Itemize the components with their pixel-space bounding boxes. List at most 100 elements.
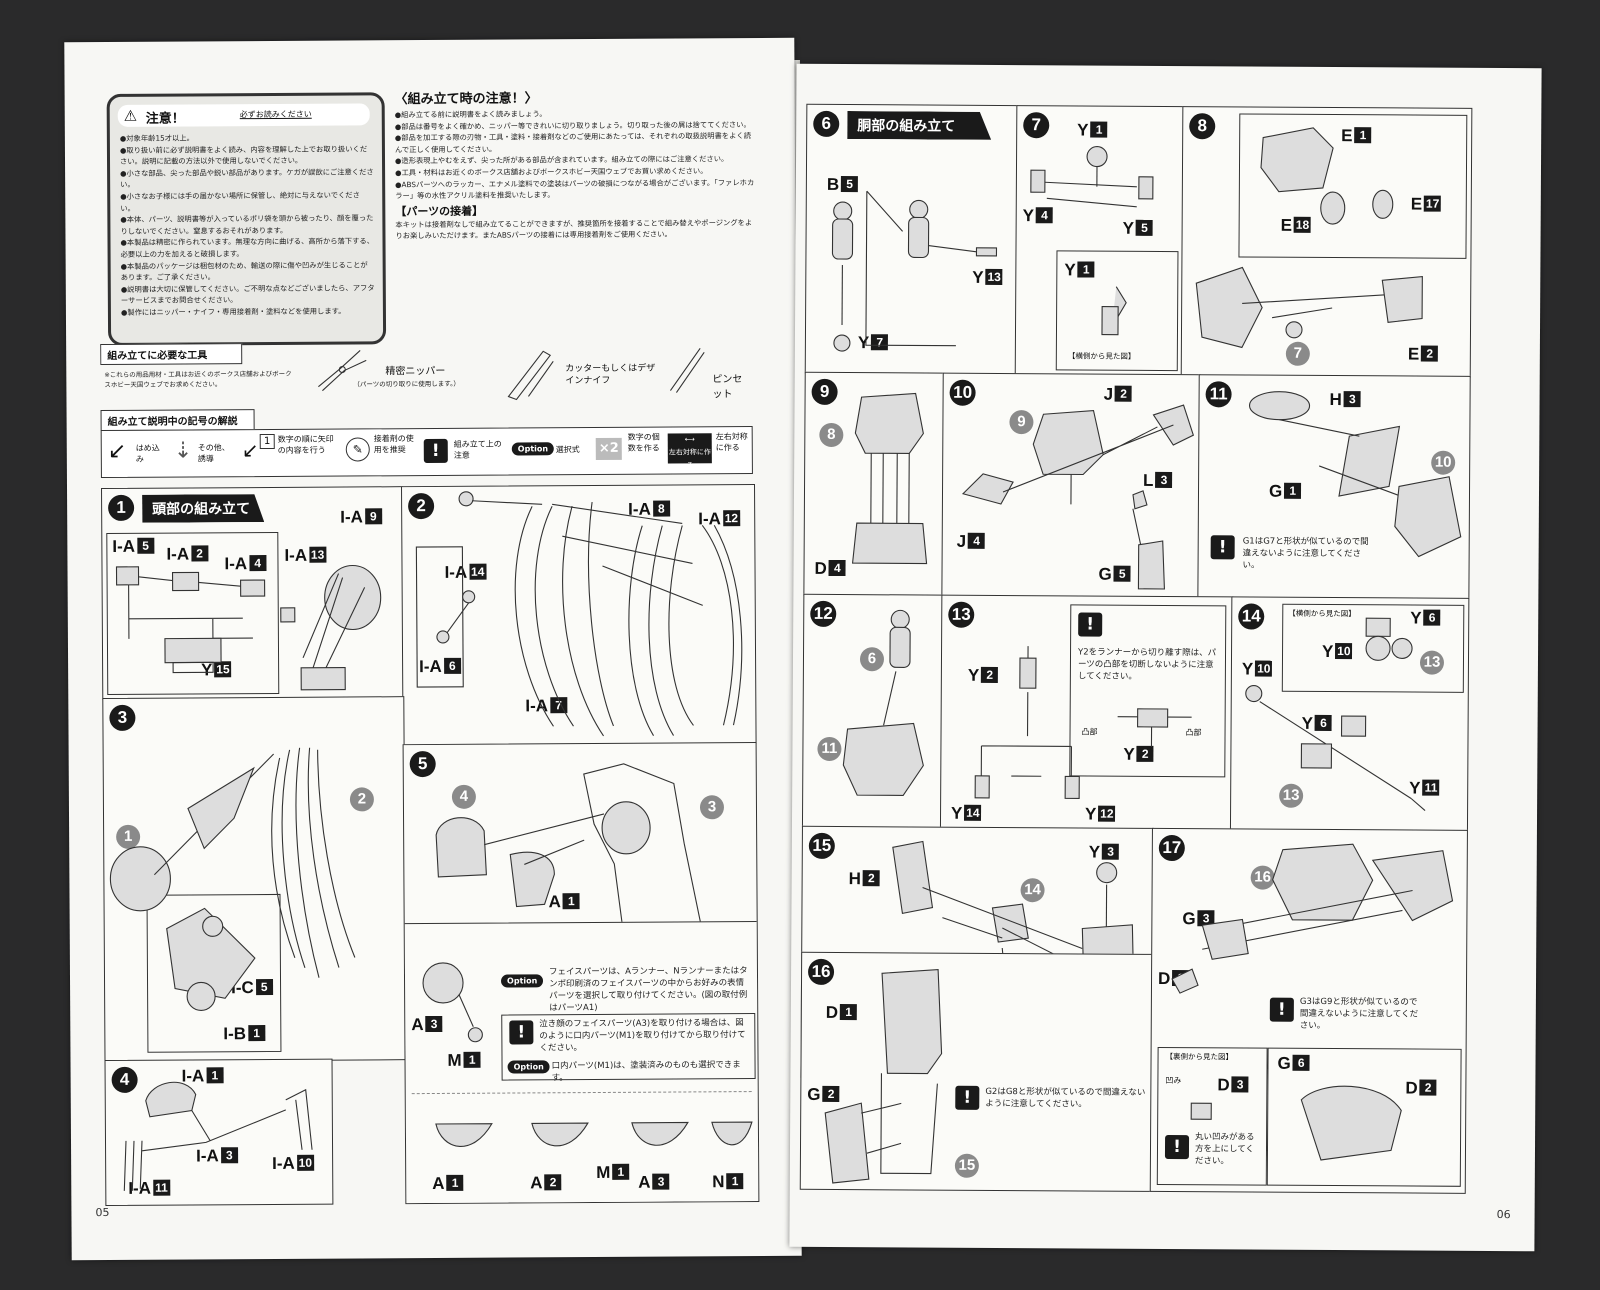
mouth-option-note: 口内パーツ(M1)は、塗装済みのものも選択できます。 [551,1060,741,1084]
exclamation-icon: ! [423,438,448,464]
caution-box: ⚠ 注意！ 必ずお読みください ●対象年齢15才以上。●取り扱い前に必ず説明書を… [106,92,387,346]
symbols-section: 組み立て説明中の記号の解説 ↙ はめ込み ⇣ その他、誘導 ↙ 1 数字の順に矢… [100,406,753,479]
option-icon: Option [507,1060,550,1074]
tools-section: 組み立てに必要な工具 ※これらの用品用材・工具はお近くのボークス店舗およびボーク… [100,340,750,408]
caution-title: 注意！ [145,111,185,127]
page-number: 05 [95,1205,110,1220]
symbol-guide: その他、誘導 [197,443,230,464]
nipper-label: 精密ニッパー [385,365,446,378]
head-parts-illustration [115,564,382,691]
joint-illustration [1030,146,1154,336]
ponytail-illustration [109,747,356,1011]
page-number: 06 [1496,1208,1511,1222]
exclamation-icon: ! [509,1020,534,1045]
caution-item: ●製作にはニッパー・ナイフ・専用接着剤・塗料などを使用します。 [120,306,346,317]
caution-item: ●本体、パーツ、説明書等が入っているポリ袋を頭から被ったり、顔を覆ったりしないで… [120,213,374,236]
assembly-notes: 〈組み立て時の注意！〉 ●組み立てる前に説明書をよく読みましょう。●部品は番号を… [395,86,758,242]
waist-illustration [851,392,928,565]
symbol-glue: 接着剤の使用を推奨 [373,434,414,455]
symbols-title: 組み立て説明中の記号の解説 [100,409,255,432]
assembly-note-item: ●部品を加工する際の刃物・工具・塗料・接着剤などのご使用にあたっては、それぞれの… [394,131,752,155]
symbols-row: ↙ はめ込み ⇣ その他、誘導 ↙ 1 数字の順に矢印の内容を行う ✎ 接着剤の… [100,426,753,479]
face-option-note: フェイスパーツは、Aランナー、Nランナーまたはタンポ印刷済のフェイスパーツの中か… [548,966,748,1014]
arm-joint-illustration [1245,617,1426,812]
nipper-icon [318,350,367,392]
chest-illustration [1195,127,1423,349]
face-warning-note: 泣き顔のフェイスパーツ(A3)を取り付ける場合は、図のように口内パーツ(M1)を… [539,1018,746,1054]
numbered-box-icon: 1 [259,433,275,450]
bust-illustration [842,609,924,796]
forearm-illustration [824,969,943,1184]
tools-title: 組み立てに必要な工具 [100,343,243,366]
caution-subtitle: 必ずお読みください [239,109,312,120]
symbol-count: 数字の個数を作る [627,432,660,453]
caution-item: ●取り扱い前に必ず説明書をよく読み、内容を理解した上でお取り扱いください。説明に… [119,143,368,167]
step-12-panel: 12 6 11 [801,593,944,829]
cutter-icon [507,350,554,401]
tweezers-icon [669,348,705,393]
caution-item: ●小さなお子様には手の届かない場所に保管し、絶対に与えないでください。 [120,190,360,213]
dotted-arrow-icon: ⇣ [173,438,193,464]
crying-face-illustration [422,962,483,1043]
x2-icon: ×2 [595,437,622,461]
hair-parts-illustration [415,491,743,737]
face-options-illustration [435,1121,753,1147]
caution-item: ●説明書は大切に保管してください。ご不明な点などございましたら、アフターサービス… [120,283,375,306]
nipper-sublabel: （パーツの切り取りに使用します。） [353,379,460,389]
symbol-order: 数字の順に矢印の内容を行う [277,434,334,455]
tools-note: ※これらの用品用材・工具はお近くのボークス店舗およびボークスホビー天国ウェブでお… [104,369,292,390]
caution-item: ●本製品のパッケージは梱包材のため、輸送の際に傷や凹みが生じることがあります。ご… [120,259,368,283]
assembly-note-item: ●ABSパーツへのラッカー、エナメル塗料での塗装はパーツの破損につながる場合がご… [395,177,755,201]
bangs-illustration [123,1081,313,1191]
arrow-icon: ↙ [107,438,127,464]
caution-item: ●本製品は精密に作られています。無理な方向に曲げる、高所から落下する、必要以上の… [120,236,375,259]
torso-joint-illustration [831,190,998,352]
glue-text: 本キットは接着剤なしで組み立てることができますが、推奨箇所を接着することで組み替… [395,217,753,241]
left-page: ⚠ 注意！ 必ずお読みください ●対象年齢15才以上。●取り扱い前に必ず説明書を… [64,37,802,1261]
cutter-label: カッターもしくはデザインナイフ [565,363,656,387]
symbol-fit: はめ込み [135,443,160,464]
shoulder-armor-illustration [1171,843,1454,1161]
shoulder-joint-illustration [974,646,1192,800]
warning-triangle-icon: ⚠ [123,106,138,125]
option-icon: Option [511,442,555,456]
face-illustration [435,763,706,945]
mirror-icon: ⟷左右対称に作る [667,433,712,469]
symbol-mirror: 左右対称に作る [715,432,748,453]
glue-icon: ✎ [345,437,370,462]
tweezers-label: ピンセット [712,374,743,401]
caution-list: ●対象年齢15才以上。●取り扱い前に必ず説明書をよく読み、内容を理解した上でお取… [120,131,375,318]
symbol-caution: 組み立て上の注意 [453,439,502,460]
symbol-option: 選択式 [555,445,580,455]
assembly-notes-list: ●組み立てる前に説明書をよく読みましょう。●部品は番号をよく確かめ、ニッパー等で… [395,107,758,202]
numbered-arrow-icon: ↙ [241,438,259,463]
caution-header: ⚠ 注意！ 必ずお読みください [117,103,370,127]
torso-illustration [961,404,1195,590]
caution-item: ●小さな部品、尖った部品や鋭い部品があります。ケガが誤飲にご注意ください。 [120,167,374,190]
collar-illustration [1248,391,1462,558]
step-17-panel: 17 16 G3 D3 ! G3はG9と形状が似ているので間違えないように注意し… [1149,827,1468,1194]
option-icon: Option [500,974,544,988]
assembly-notes-title: 〈組み立て時の注意！〉 [394,91,538,108]
